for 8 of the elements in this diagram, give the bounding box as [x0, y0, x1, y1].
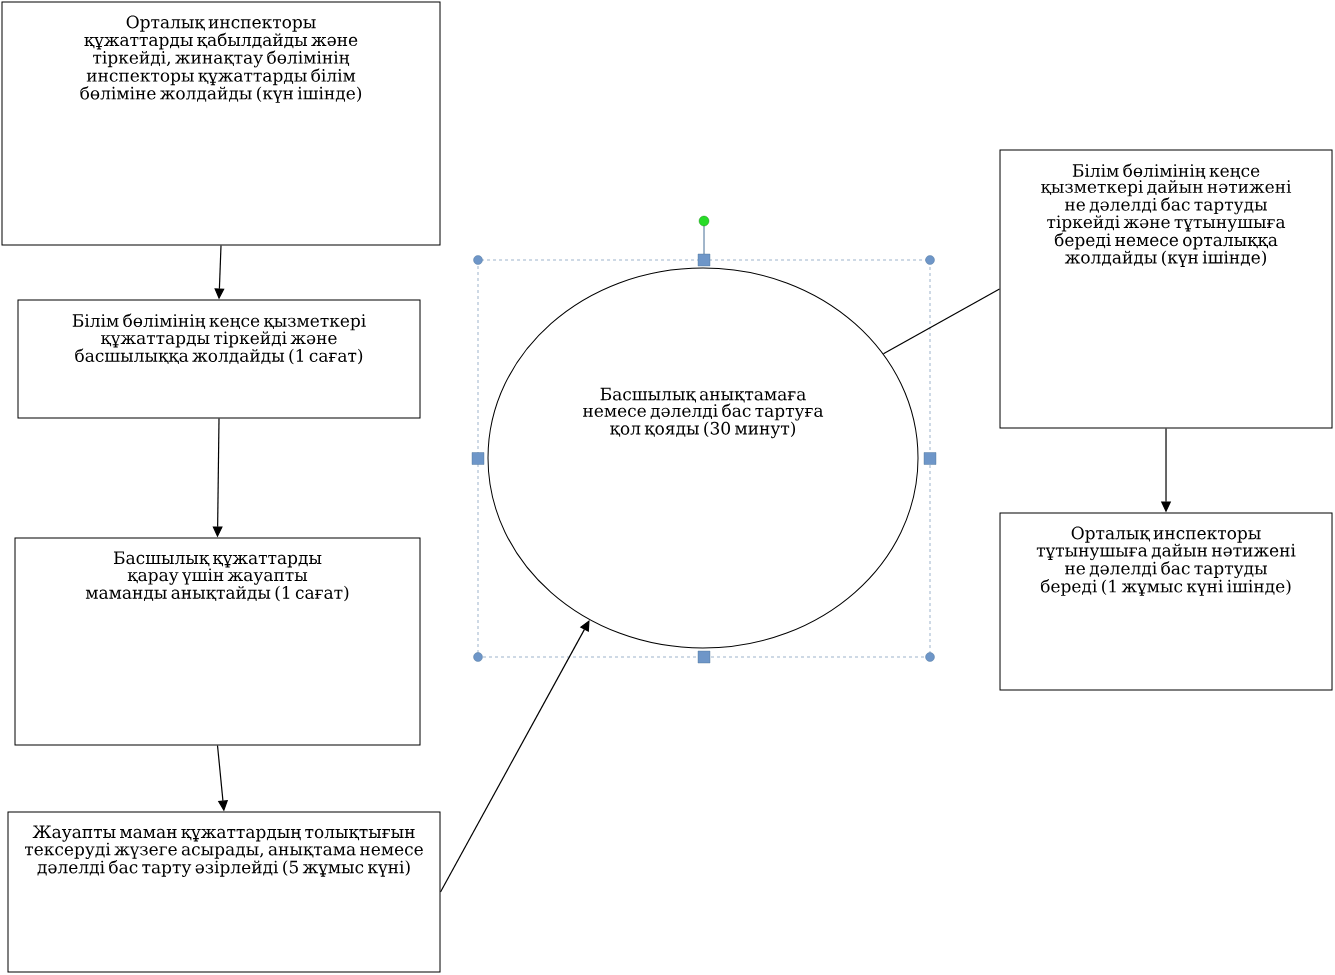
- process-box: Орталық инспекторы құжаттарды қабылдайды және тіркейді, жинақтау бөлімінің инспекторы құжаттарды білім бөліміне жолдайды (күн ішінде): [1, 1, 441, 246]
- process-box: Басшылық құжаттарды қарау үшін жауапты маманды анықтайды (1 сағат): [14, 537, 421, 746]
- process-box: Білім бөлімінің кеңсе қызметкері дайын нәтижені не дәлелді бас тартуды тіркейді және тұтынушыға береді немесе орталыққа жолдайды (күн ішінде): [999, 149, 1333, 429]
- arrow: [439, 620, 590, 893]
- process-box: Білім бөлімінің кеңсе қызметкері құжаттарды тіркейді және басшылыққа жолдайды (1 сағат): [17, 299, 421, 419]
- connector-line: [882, 288, 1001, 355]
- process-box: Орталық инспекторы тұтынушыға дайын нәтижені не дәлелді бас тартуды береді (1 жұмыс күні ішінде): [999, 512, 1333, 691]
- process-box: Жауапты маман құжаттардың толықтығын тексеруді жүзеге асырады, анықтама немесе дәлелді бас тарту әзірлейді (5 жұмыс күні): [7, 811, 441, 973]
